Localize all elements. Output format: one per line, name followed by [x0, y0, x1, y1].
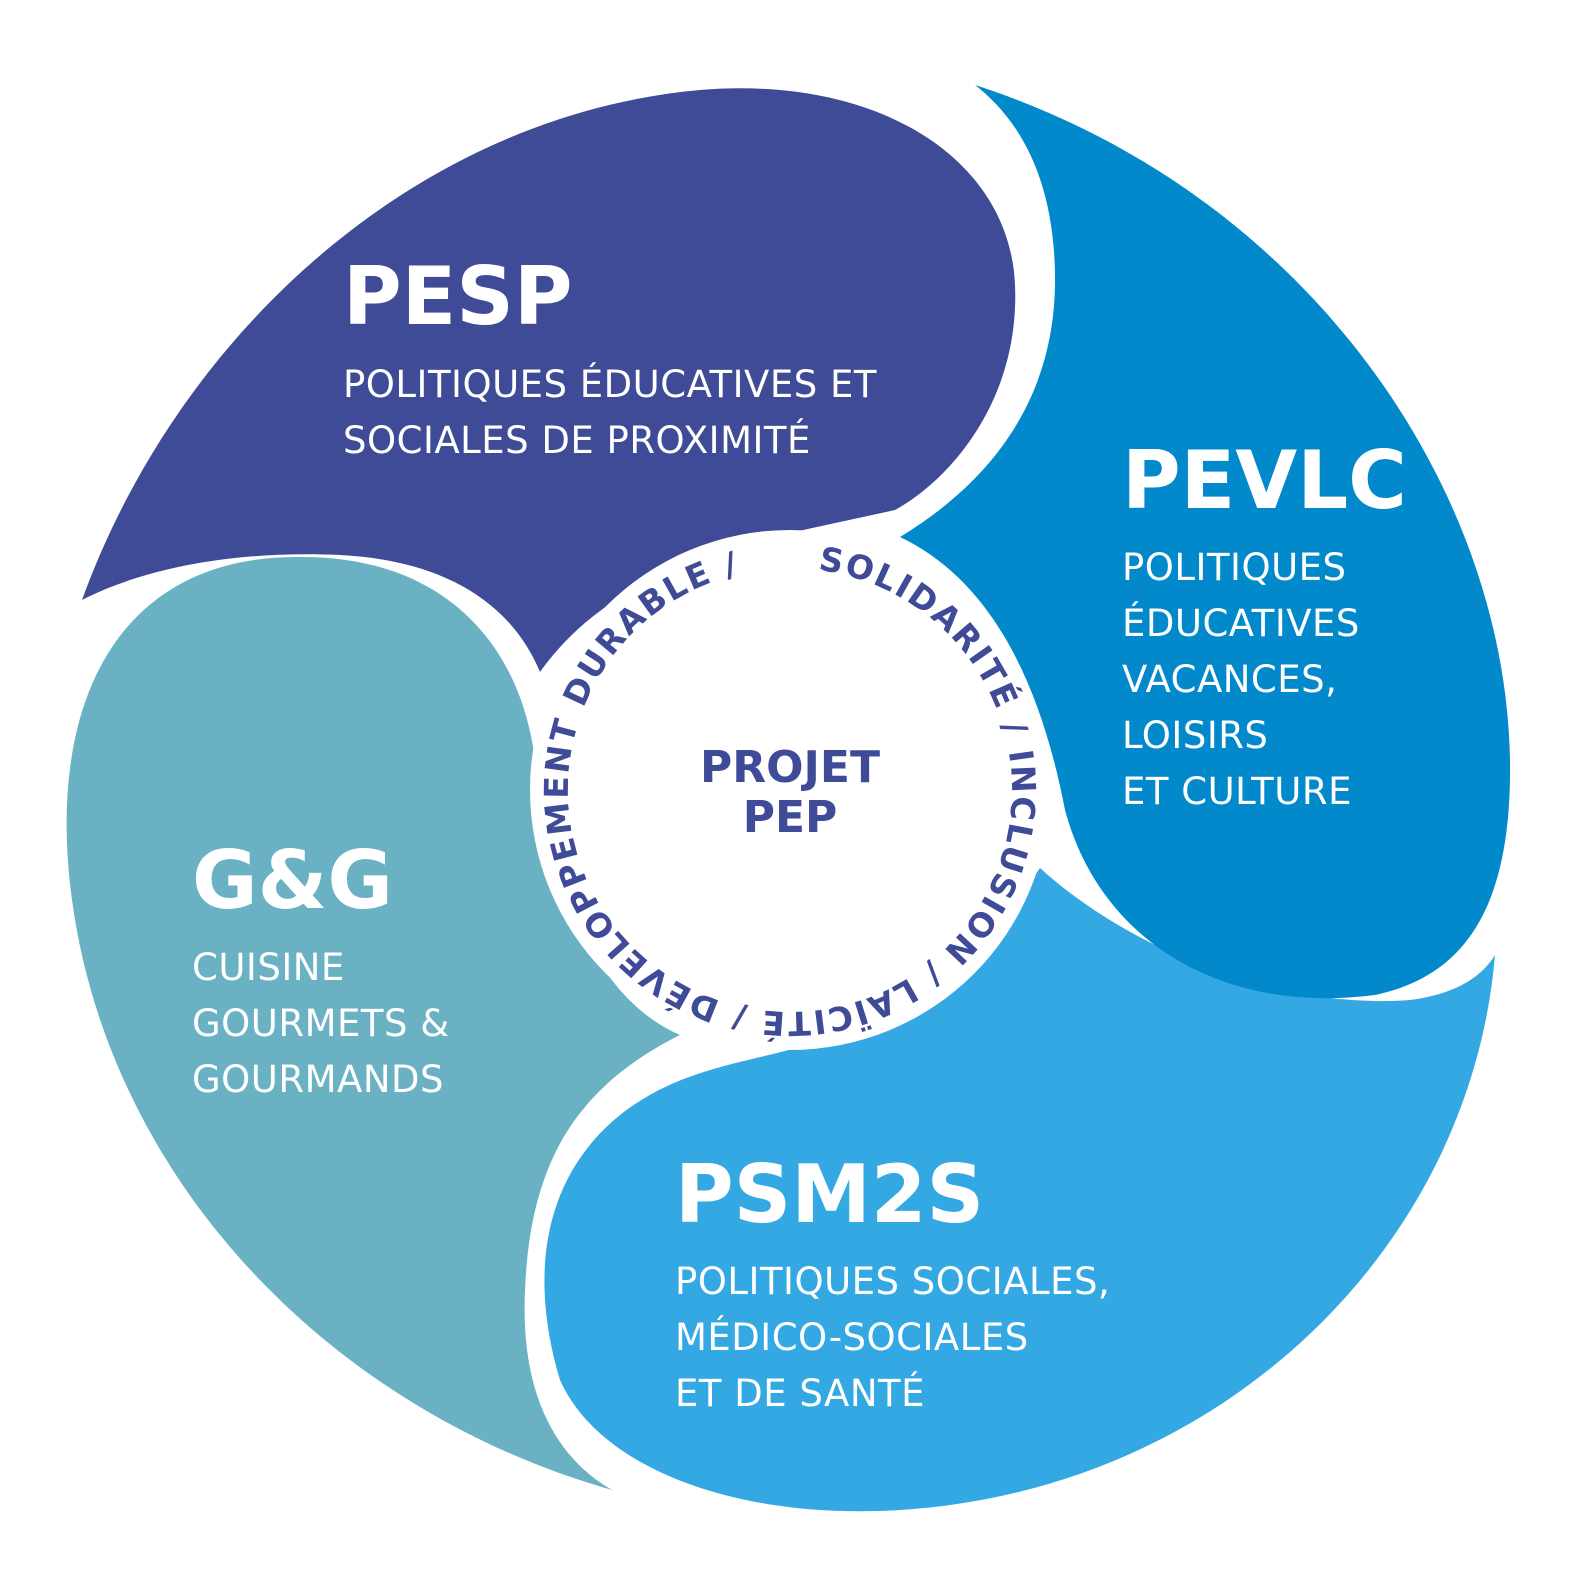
- gg-desc-line: GOURMETS &: [192, 1002, 450, 1045]
- gg-desc-line: GOURMANDS: [192, 1058, 444, 1101]
- pevlc-title: PEVLC: [1122, 434, 1407, 527]
- gg-desc: CUISINE GOURMETS & GOURMANDS: [192, 946, 462, 1101]
- center-label-line2: PEP: [743, 792, 838, 843]
- pevlc-desc-line: VACANCES,: [1122, 658, 1337, 701]
- pesp-desc: POLITIQUES ÉDUCATIVES ET SOCIALES DE PRO…: [343, 362, 889, 462]
- psm2s-title: PSM2S: [675, 1148, 984, 1241]
- gg-title: G&G: [192, 834, 393, 927]
- pesp-desc-line: POLITIQUES ÉDUCATIVES ET: [343, 362, 877, 406]
- segment-pesp-shape: [82, 88, 1016, 672]
- pevlc-desc-line: ÉDUCATIVES: [1122, 601, 1360, 645]
- gg-desc-line: CUISINE: [192, 946, 345, 989]
- pesp-title: PESP: [343, 250, 573, 343]
- segment-gg-shape: [66, 556, 680, 1490]
- pevlc-desc-line: ET CULTURE: [1122, 770, 1352, 813]
- pevlc-desc-line: POLITIQUES: [1122, 546, 1347, 589]
- segment-pevlc-shape: [900, 85, 1511, 999]
- segment-psm2s-shape: [544, 868, 1495, 1512]
- center-label-line1: PROJET: [700, 742, 880, 793]
- pevlc-desc-line: LOISIRS: [1122, 714, 1268, 757]
- psm2s-desc-line: MÉDICO-SOCIALES: [675, 1315, 1029, 1359]
- center-disc: [530, 530, 1050, 1050]
- psm2s-desc-line: ET DE SANTÉ: [675, 1371, 925, 1415]
- pevlc-desc: POLITIQUES ÉDUCATIVES VACANCES, LOISIRS …: [1122, 546, 1372, 813]
- psm2s-desc: POLITIQUES SOCIALES, MÉDICO-SOCIALES ET …: [675, 1260, 1122, 1415]
- psm2s-desc-line: POLITIQUES SOCIALES,: [675, 1260, 1110, 1303]
- pesp-desc-line: SOCIALES DE PROXIMITÉ: [343, 418, 811, 462]
